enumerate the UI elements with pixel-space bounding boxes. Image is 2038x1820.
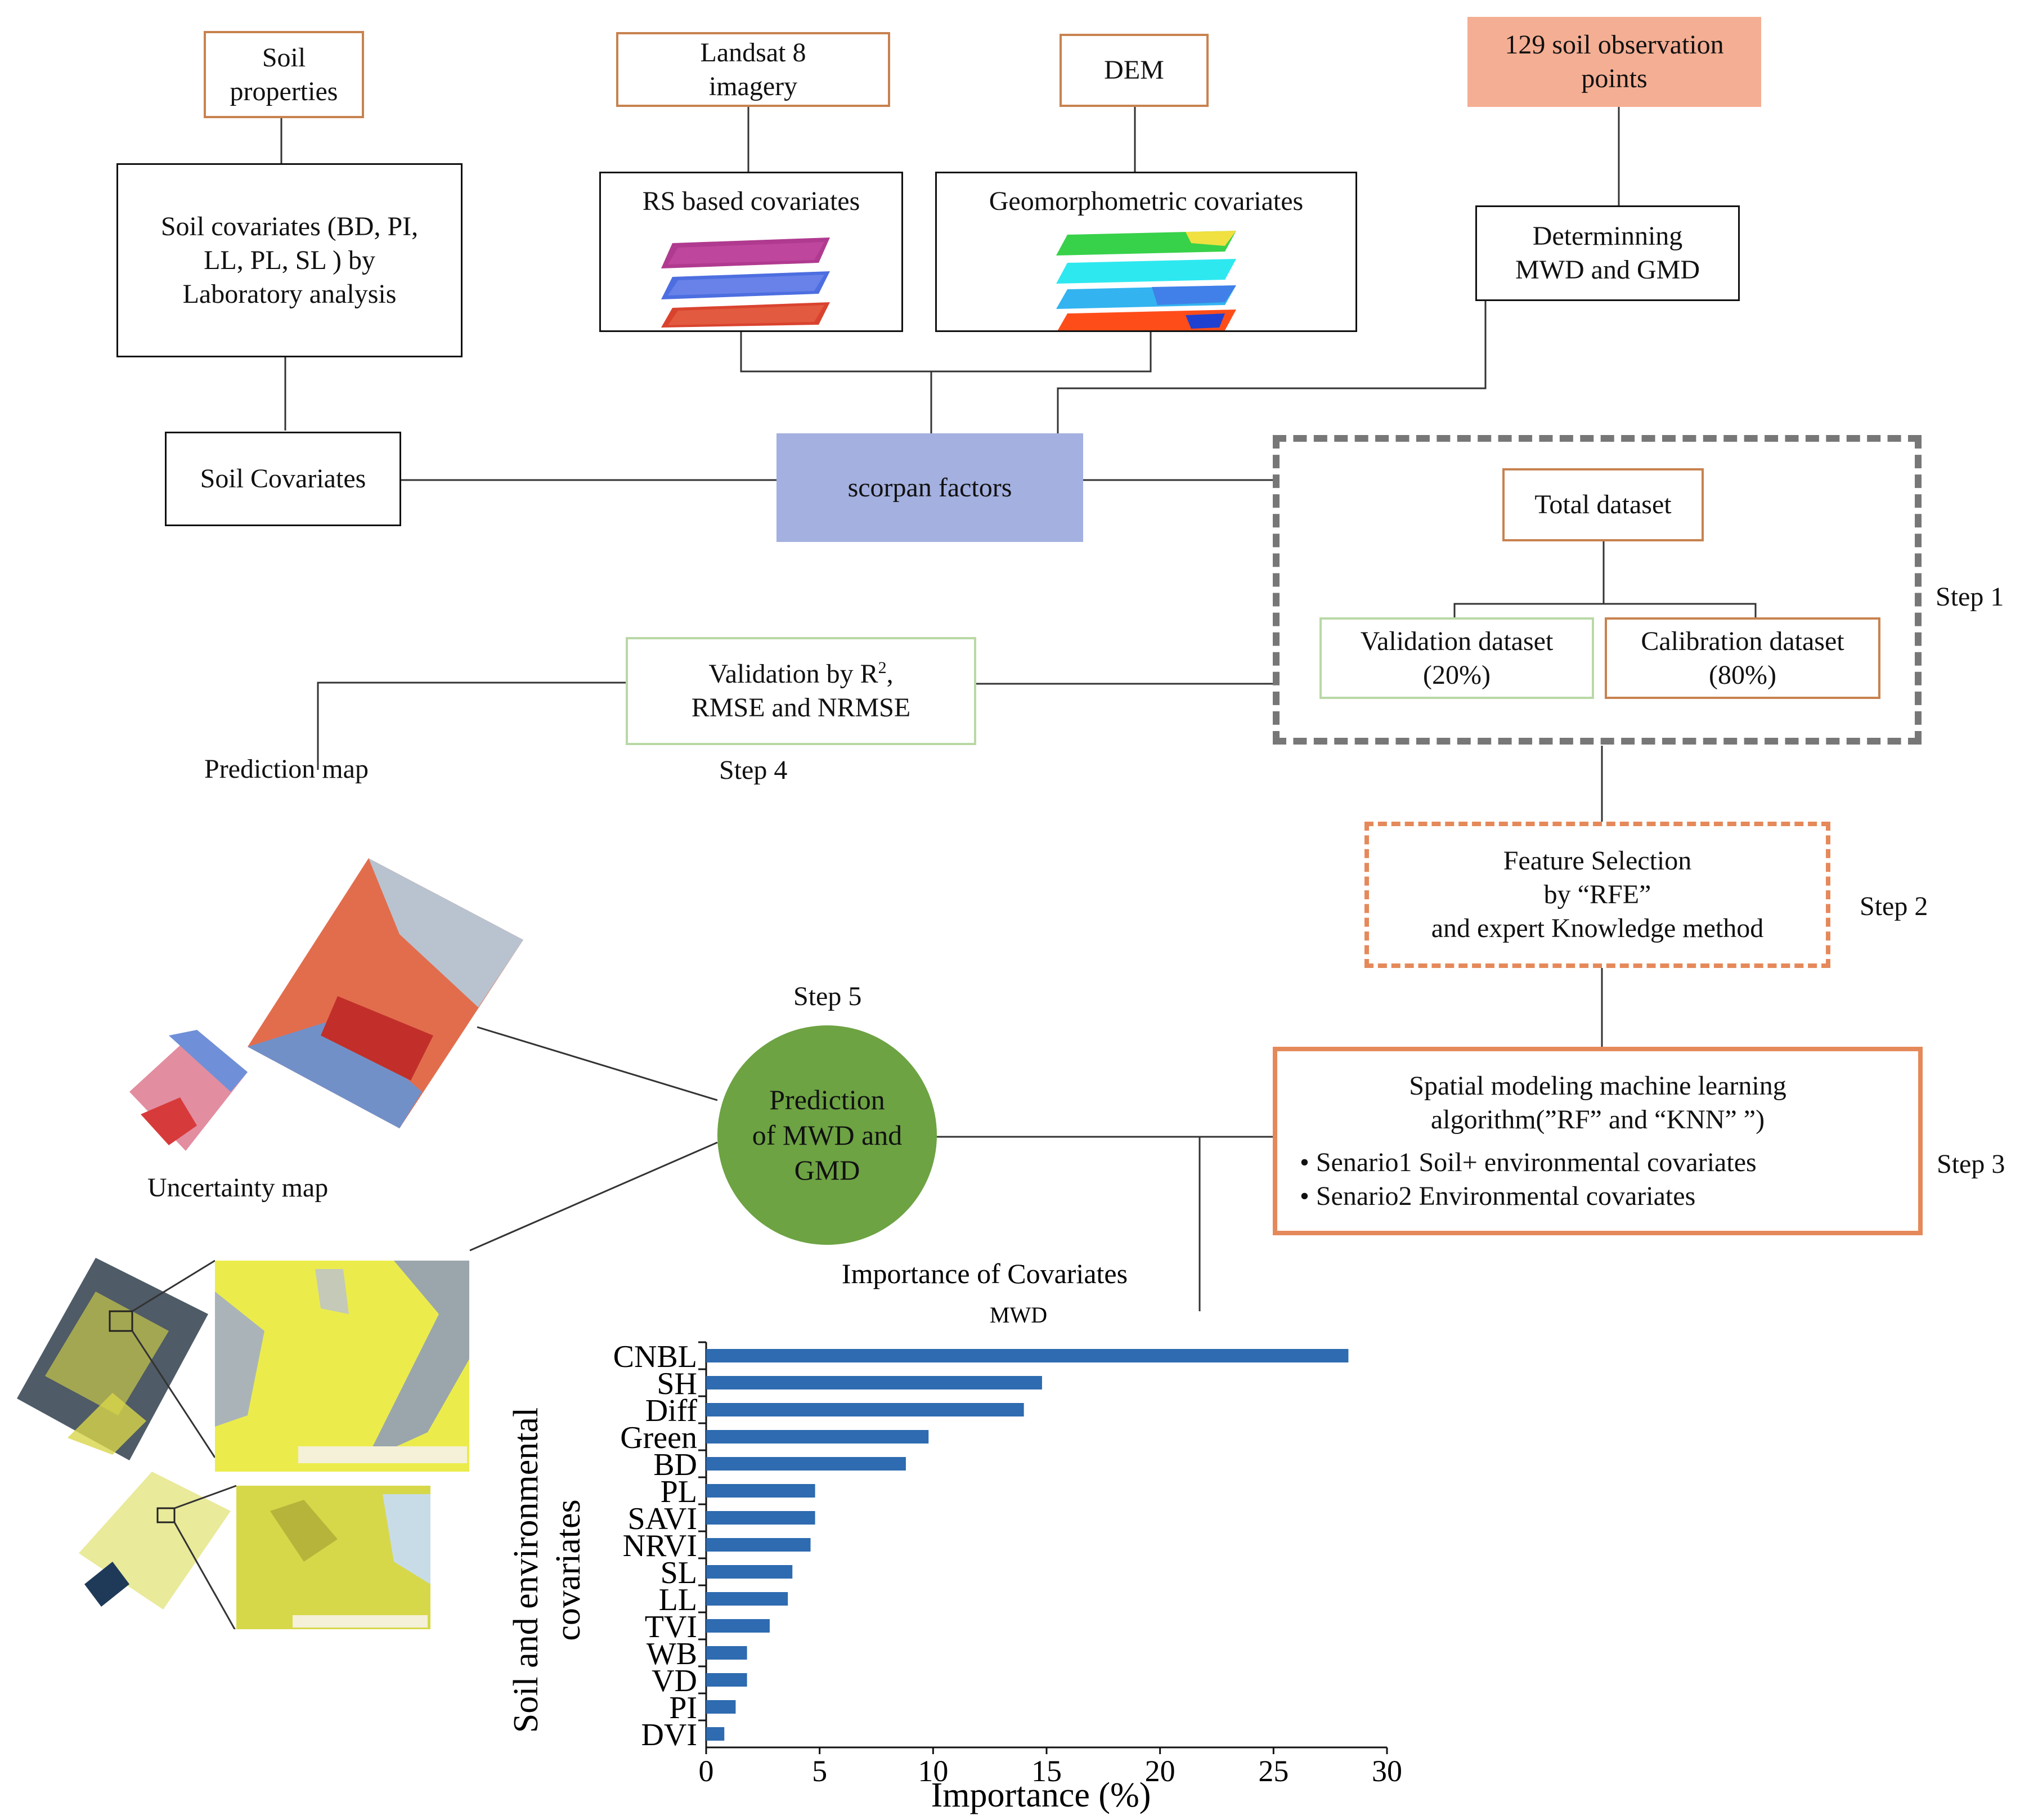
- calibration-dataset-line2: (80%): [1709, 660, 1776, 690]
- scenario2-item: • Senario2 Environmental covariates: [1300, 1181, 1696, 1211]
- scenario1-item: • Senario1 Soil+ environmental covariate…: [1300, 1147, 1757, 1177]
- validation-metrics-line1: Validation by R2,: [708, 657, 893, 691]
- rs-covariates-title: RS based covariates: [642, 186, 860, 216]
- scenario2-text: Senario2 Environmental covariates: [1316, 1181, 1696, 1211]
- uncertainty-map-images: [17, 1258, 469, 1629]
- step1-dashed-region: [1273, 435, 1922, 745]
- geomorph-layers-image: [1056, 231, 1236, 330]
- step3-label: Step 3: [1937, 1149, 2005, 1179]
- validation-r-superscript: 2: [878, 658, 887, 677]
- step1-label: Step 1: [1936, 582, 2004, 612]
- dem-box: DEM: [1060, 34, 1209, 107]
- geomorph-covariates-box: Geomorphometric covariates: [935, 172, 1357, 332]
- soil-properties-line1: Soil: [262, 42, 306, 73]
- scenario1-text: Senario1 Soil+ environmental covariates: [1316, 1147, 1757, 1177]
- feature-selection-box: Feature Selection by “RFE” and expert Kn…: [1364, 822, 1830, 968]
- circle-line3: GMD: [794, 1154, 860, 1186]
- step5-label: Step 5: [793, 981, 862, 1011]
- step4-label: Step 4: [719, 755, 788, 785]
- validation-r-text: Validation by R: [708, 659, 878, 689]
- landsat-line2: imagery: [708, 71, 798, 101]
- observation-line2: points: [1581, 64, 1648, 93]
- determining-line1: Determinning: [1532, 221, 1683, 251]
- geomorph-covariates-title: Geomorphometric covariates: [989, 186, 1304, 216]
- soil-covariates-label: Soil Covariates: [200, 464, 366, 494]
- validation-metrics-box: Validation by R2, RMSE and NRMSE: [626, 637, 976, 745]
- feature-selection-line3: and expert Knowledge method: [1431, 913, 1764, 943]
- soil-covariates-box: Soil Covariates: [165, 432, 401, 526]
- calibration-dataset-line1: Calibration dataset: [1641, 626, 1844, 656]
- soil-covariates-lab-box: Soil covariates (BD, PI, LL, PL, SL ) by…: [116, 163, 463, 357]
- observation-line1: 129 soil observation: [1505, 30, 1724, 60]
- soil-lab-line1: Soil covariates (BD, PI,: [160, 211, 419, 241]
- validation-dataset-line2: (20%): [1423, 660, 1491, 690]
- prediction-map-images: [129, 858, 523, 1151]
- feature-selection-line1: Feature Selection: [1503, 846, 1692, 876]
- total-dataset-label: Total dataset: [1534, 490, 1672, 519]
- validation-metrics-line2: RMSE and NRMSE: [691, 693, 911, 723]
- landsat-box: Landsat 8 imagery: [616, 32, 890, 107]
- circle-line1: Prediction: [769, 1084, 885, 1116]
- rs-layers-image: [661, 237, 830, 328]
- prediction-map-label: Prediction map: [204, 754, 369, 784]
- soil-properties-line2: properties: [230, 76, 338, 106]
- determining-line2: MWD and GMD: [1515, 255, 1700, 285]
- spatial-modeling-box: Spatial modeling machine learning algori…: [1273, 1047, 1923, 1235]
- validation-comma: ,: [886, 659, 894, 689]
- modeling-line1: Spatial modeling machine learning: [1409, 1070, 1786, 1101]
- soil-lab-line3: Laboratory analysis: [182, 279, 397, 309]
- dem-label: DEM: [1104, 55, 1164, 85]
- determining-box: Determinning MWD and GMD: [1475, 205, 1740, 301]
- rs-covariates-box: RS based covariates: [599, 172, 903, 332]
- step2-label: Step 2: [1860, 891, 1928, 921]
- feature-selection-line2: by “RFE”: [1543, 880, 1651, 909]
- landsat-line1: Landsat 8: [700, 37, 806, 68]
- soil-lab-line2: LL, PL, SL ) by: [204, 245, 375, 275]
- total-dataset-box: Total dataset: [1502, 468, 1704, 541]
- modeling-line2: algorithm(”RF” and “KNN” ”): [1430, 1104, 1765, 1135]
- calibration-dataset-box: Calibration dataset (80%): [1605, 617, 1880, 699]
- prediction-circle: Prediction of MWD and GMD: [717, 1025, 937, 1245]
- validation-dataset-line1: Validation dataset: [1360, 626, 1554, 656]
- scorpan-label: scorpan factors: [847, 472, 1012, 503]
- validation-dataset-box: Validation dataset (20%): [1319, 617, 1594, 699]
- circle-line2: of MWD and: [752, 1119, 903, 1151]
- observation-points-box: 129 soil observation points: [1467, 17, 1761, 107]
- scorpan-factors-box: scorpan factors: [776, 433, 1083, 542]
- soil-properties-box: Soil properties: [204, 31, 364, 118]
- uncertainty-map-label: Uncertainty map: [147, 1173, 329, 1203]
